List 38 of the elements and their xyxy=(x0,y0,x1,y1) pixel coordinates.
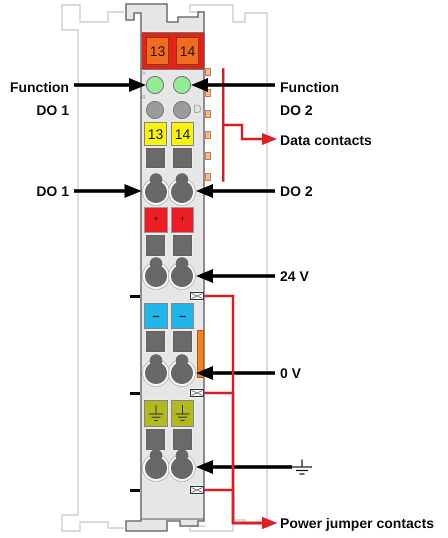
arrow xyxy=(74,184,142,198)
arrow xyxy=(74,78,146,92)
terminal-marker: 13 xyxy=(146,37,169,65)
arrow xyxy=(196,460,292,474)
terminal-icon xyxy=(142,172,170,206)
arrow xyxy=(196,366,275,380)
polarity-marker: + xyxy=(171,207,194,233)
terminal-marker: 14 xyxy=(176,37,199,65)
indicator-letter: D xyxy=(193,103,202,116)
terminal-marker: 13 xyxy=(144,122,167,146)
polarity-marker: + xyxy=(144,207,168,233)
callout-label: 0 V xyxy=(275,363,302,383)
jumper-contact-icon xyxy=(190,389,204,397)
callout-label: DO 1 xyxy=(0,181,74,201)
arrow xyxy=(223,124,277,145)
arrow xyxy=(191,78,275,92)
terminal-icon xyxy=(168,256,196,290)
terminal-icon xyxy=(168,172,196,206)
jumper-contact-icon xyxy=(190,292,204,300)
led-icon xyxy=(146,76,164,94)
arrow xyxy=(196,269,275,283)
terminal-marker: 14 xyxy=(171,122,194,146)
led-icon xyxy=(173,76,191,94)
callout-label: 24 V xyxy=(275,266,309,286)
terminal-module xyxy=(124,2,206,533)
terminal-icon xyxy=(168,448,196,482)
callout-label: Function DO 2 xyxy=(275,76,355,122)
polarity-marker: – xyxy=(144,303,168,329)
terminal-icon xyxy=(168,353,196,387)
callout-label: Data contacts xyxy=(277,130,372,150)
polarity-marker: – xyxy=(171,303,194,329)
arrow xyxy=(204,488,277,529)
ground-icon xyxy=(292,459,312,475)
jumper-contact-icon xyxy=(190,486,204,494)
callout-label: Power jumper contacts xyxy=(277,513,434,533)
callout-label: Function DO 1 xyxy=(0,76,74,122)
arrow xyxy=(196,184,275,198)
callout-label: DO 2 xyxy=(275,181,313,201)
